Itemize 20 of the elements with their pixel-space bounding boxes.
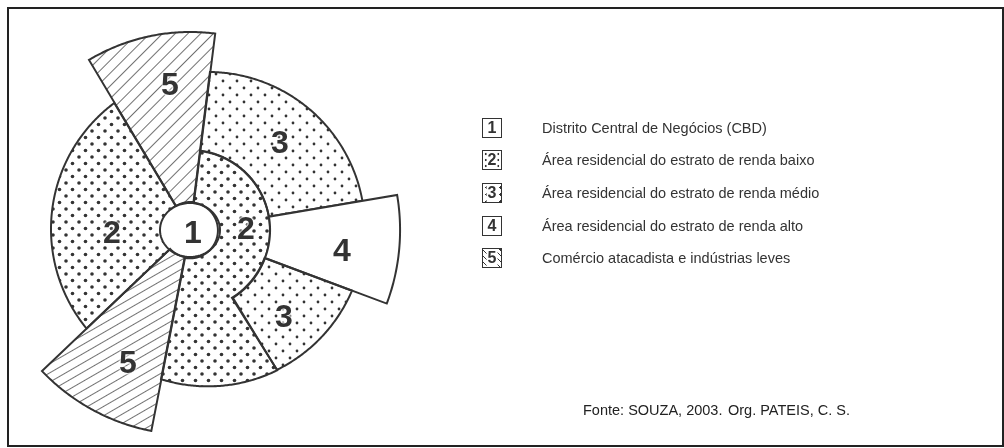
legend-text: Área residencial do estrato de renda baixo xyxy=(542,152,815,168)
zone-number: 3 xyxy=(275,300,293,332)
legend-text: Distrito Central de Negócios (CBD) xyxy=(542,120,767,136)
source-note: Fonte: SOUZA, 2003. xyxy=(583,402,723,418)
map-sector xyxy=(199,71,364,218)
legend-key-number: 5 xyxy=(486,249,498,267)
source-note: Org. PATEIS, C. S. xyxy=(728,402,850,418)
map-sector xyxy=(50,102,177,330)
zone-number: 1 xyxy=(184,216,202,248)
map-sector xyxy=(87,31,216,207)
legend-text: Área residencial do estrato de renda alto xyxy=(542,218,804,234)
map-sector xyxy=(263,193,401,305)
legend-text: Comércio atacadista e indústrias leves xyxy=(542,250,791,266)
zone-number: 3 xyxy=(271,126,289,158)
zone-number: 2 xyxy=(237,212,255,244)
zone-number: 4 xyxy=(333,234,351,266)
legend-key-number: 3 xyxy=(486,184,498,202)
map-sector xyxy=(40,248,186,433)
legend-text: Área residencial do estrato de renda médio xyxy=(542,185,820,201)
legend-key-number: 2 xyxy=(486,151,498,169)
